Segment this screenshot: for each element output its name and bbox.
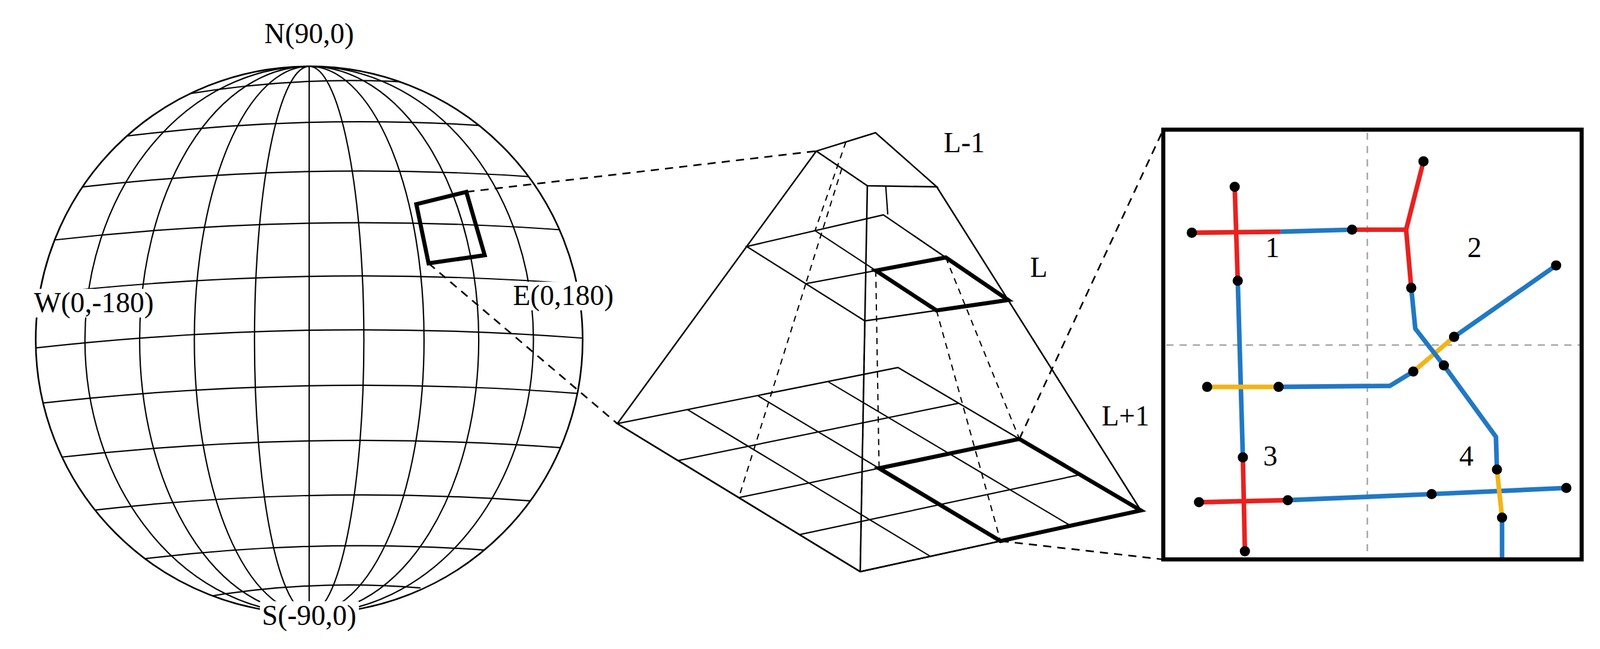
pole-label: W(0,-180) [31, 288, 156, 318]
road-segment [1405, 229, 1412, 288]
globe-outline [35, 66, 583, 614]
parallel [131, 545, 488, 561]
road-panel [1163, 129, 1582, 559]
level-outline [617, 367, 1142, 572]
selected-tile-L [875, 257, 1009, 311]
road-node [1405, 282, 1417, 293]
road-segment [1496, 469, 1503, 518]
line [466, 150, 816, 192]
meridian [254, 66, 365, 614]
road-segment [1499, 517, 1505, 560]
road-node [1229, 181, 1240, 192]
parallel [120, 121, 498, 137]
road-segment [1411, 287, 1497, 470]
quadrant-number: 2 [1465, 233, 1484, 263]
meridian [85, 66, 534, 614]
level-label: L-1 [941, 128, 988, 158]
road-segment [1405, 161, 1424, 230]
line [885, 185, 888, 215]
road-segment [1278, 371, 1414, 387]
road-node [1202, 381, 1213, 392]
road-segment [1287, 487, 1567, 500]
quadrant-number: 4 [1457, 442, 1477, 471]
parallel [188, 80, 431, 94]
meridian [194, 66, 424, 614]
quadrant-number: 3 [1260, 442, 1280, 471]
road-node [1347, 224, 1358, 235]
parallel [45, 222, 573, 241]
road-node [1408, 366, 1419, 377]
parallel [25, 329, 594, 349]
globe-grid [25, 66, 594, 614]
level-label: L+1 [1099, 401, 1152, 431]
road-node [1449, 331, 1460, 343]
line [738, 283, 806, 498]
road-node [1237, 452, 1248, 463]
road-node [1273, 381, 1284, 392]
line [1166, 343, 1580, 346]
line [1000, 540, 1164, 560]
cap [816, 132, 937, 187]
meridian [139, 66, 479, 614]
line [428, 262, 617, 423]
parallel [197, 584, 421, 598]
parallel [50, 440, 568, 459]
road-node [1438, 360, 1450, 371]
line [875, 270, 880, 468]
road-segment [1280, 229, 1353, 232]
road-node [1239, 545, 1251, 556]
line [860, 320, 865, 572]
line [860, 185, 868, 572]
road-segment [1237, 280, 1243, 458]
quadrant-number: 1 [1263, 233, 1282, 263]
selected-cell [416, 191, 485, 263]
road-node [1426, 488, 1437, 499]
globe [25, 66, 594, 614]
line [308, 66, 310, 614]
parallel [32, 385, 587, 405]
selected-tiles-L1 [879, 438, 1142, 541]
road-segment [1352, 227, 1406, 232]
pyramid [617, 132, 1142, 571]
road-node [1282, 494, 1293, 505]
road-node [1232, 275, 1243, 286]
pole-label: E(0,180) [510, 281, 616, 311]
level-outline [746, 215, 1009, 322]
road-node [1550, 259, 1562, 271]
line [815, 141, 847, 231]
road-node [1561, 482, 1572, 493]
parallel [74, 170, 544, 188]
line [936, 186, 1142, 511]
panel-frame [1163, 129, 1582, 559]
road-node [1496, 512, 1508, 523]
road-node [1186, 227, 1197, 238]
pole-label: S(-90,0) [259, 600, 359, 630]
pole-label: N(90,0) [262, 19, 357, 48]
road-segment [1242, 457, 1245, 552]
line [617, 150, 817, 424]
level-label: L [1027, 252, 1050, 282]
road-node [1418, 156, 1429, 167]
road-node [1491, 464, 1502, 475]
parallel [82, 494, 536, 512]
road-segment [1192, 231, 1281, 234]
line [805, 168, 842, 284]
line [1019, 129, 1164, 439]
road-segment [1453, 265, 1556, 337]
road-segment [1199, 500, 1288, 502]
road-node [1193, 497, 1205, 508]
road-segment [1207, 384, 1279, 390]
panel-border [1163, 129, 1582, 559]
